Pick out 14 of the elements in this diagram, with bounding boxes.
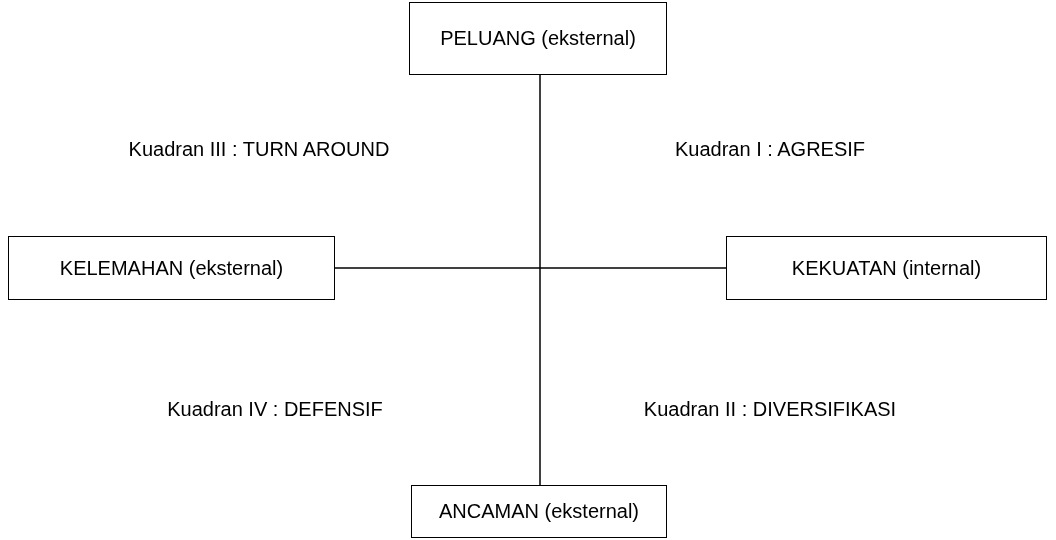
text-box xyxy=(411,485,667,538)
box-label: KELEMAHAN (eksternal) xyxy=(59,256,284,280)
connector-line xyxy=(539,74,541,486)
text-box xyxy=(726,236,1047,300)
box-label: ANCAMAN (eksternal) xyxy=(438,500,639,523)
text-box xyxy=(409,2,667,75)
quadrant-label: Kuadran II : DIVERSIFIKASI xyxy=(643,398,897,421)
quadrant-label: Kuadran I : AGRESIF xyxy=(674,138,866,161)
quadrant-label: Kuadran III : TURN AROUND xyxy=(128,138,390,161)
box-label: PELUANG (eksternal) xyxy=(440,27,636,50)
box-label: KEKUATAN (internal) xyxy=(791,256,982,280)
text-box xyxy=(8,236,335,300)
connector-line xyxy=(334,267,727,269)
quadrant-label: Kuadran IV : DEFENSIF xyxy=(167,398,383,421)
